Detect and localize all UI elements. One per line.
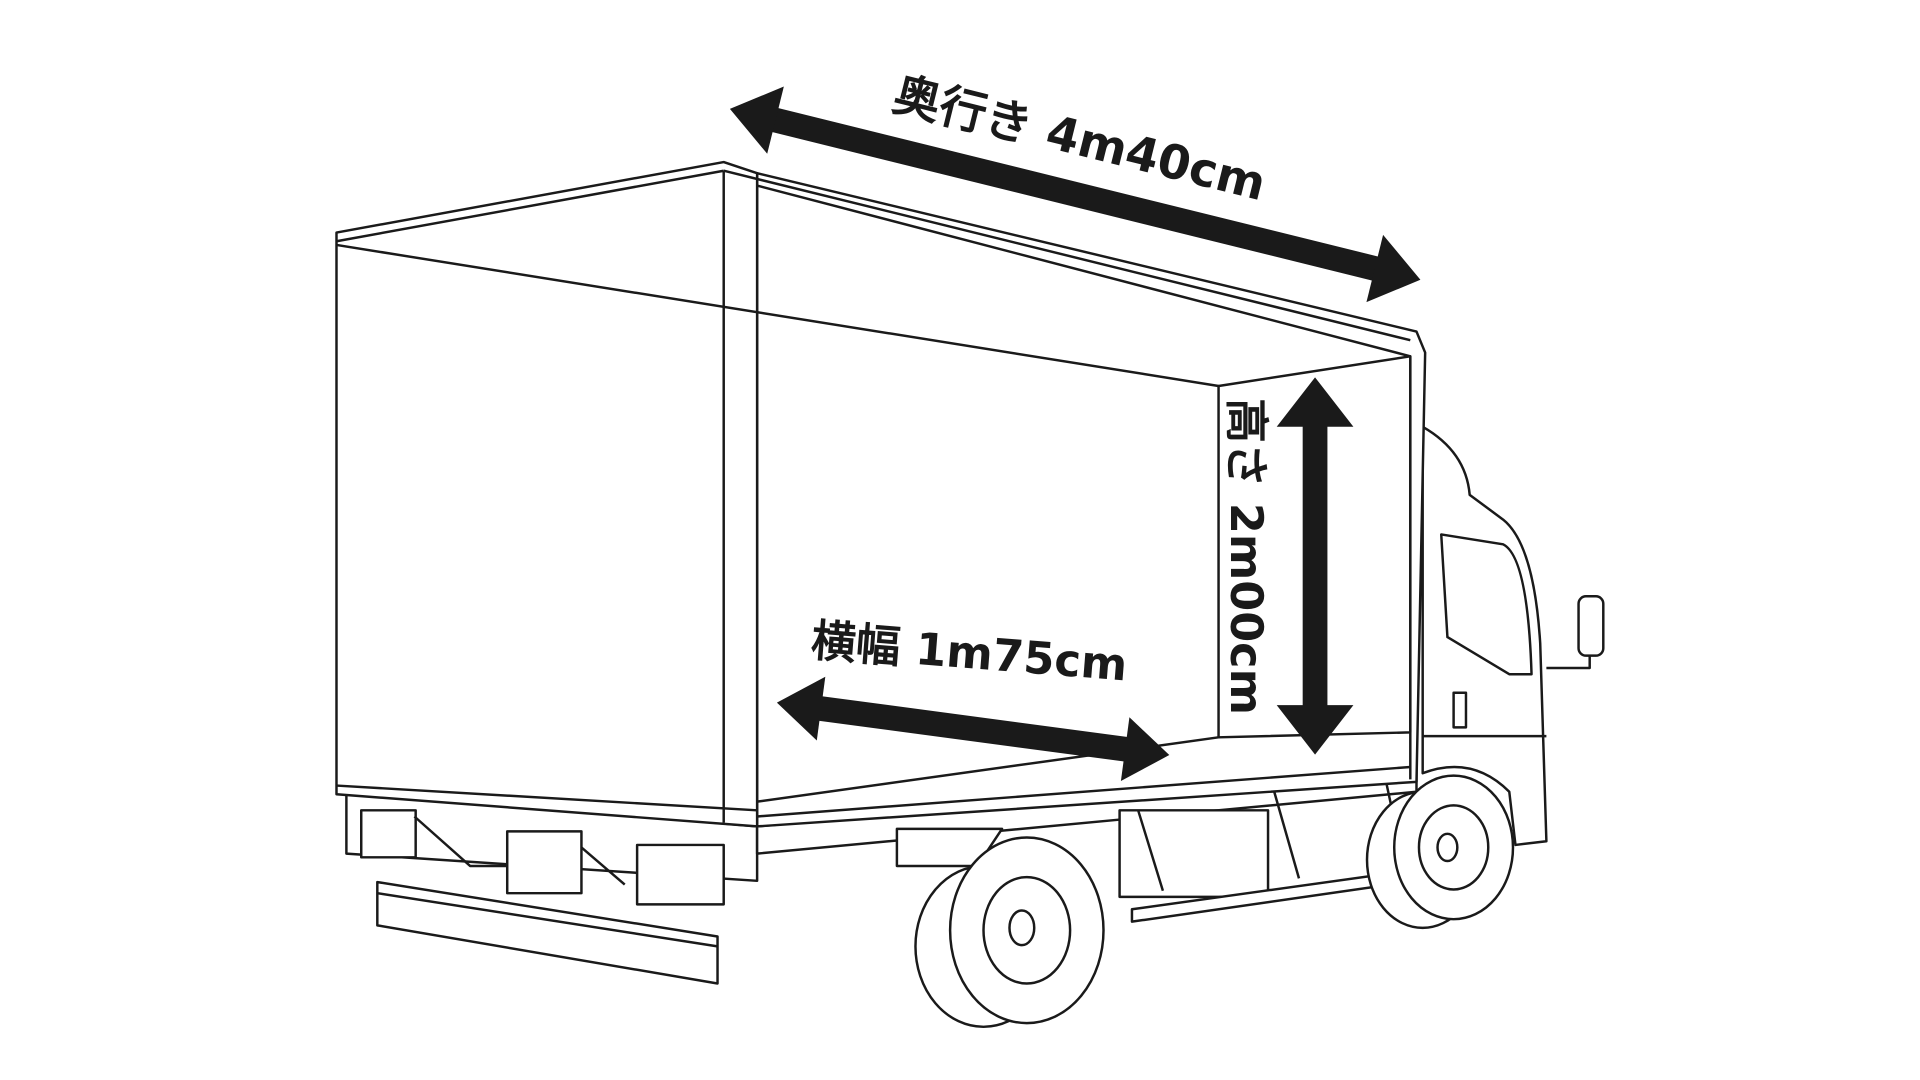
front-wheel (1365, 774, 1515, 930)
width-arrow (776, 676, 1170, 782)
truck-chassis (345, 768, 1418, 985)
side-mirror (1577, 595, 1605, 657)
rear-wheel (914, 836, 1105, 1029)
height-label: 高さ 2m00cm (1220, 398, 1272, 715)
cargo-box (335, 160, 1427, 828)
depth-arrow (729, 86, 1421, 303)
truck-cab (1421, 425, 1605, 847)
height-arrow (1276, 377, 1354, 755)
